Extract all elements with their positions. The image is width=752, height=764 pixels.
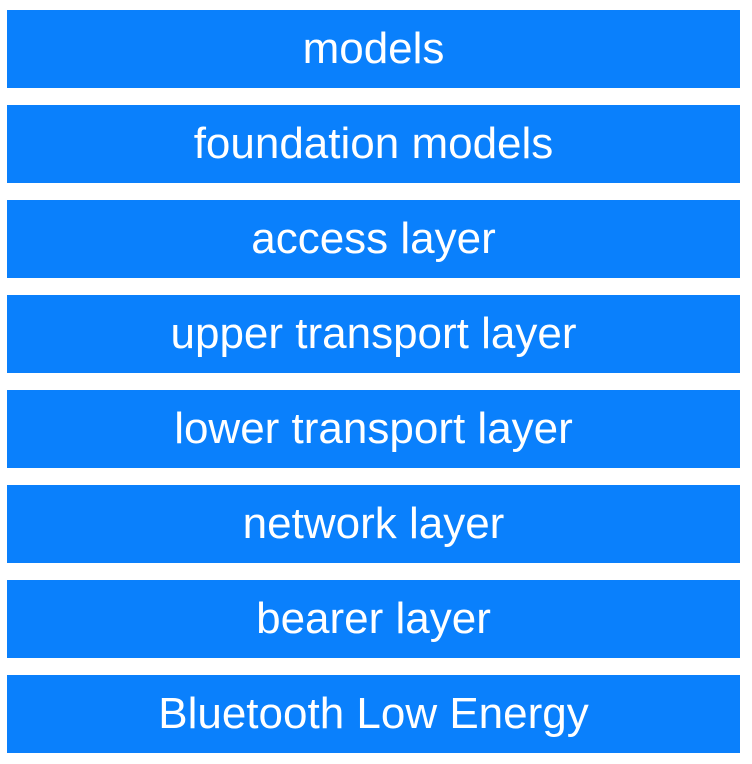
protocol-stack-diagram: models foundation models access layer up… (7, 10, 740, 753)
layer-network: network layer (7, 485, 740, 563)
layer-models: models (7, 10, 740, 88)
layer-bearer: bearer layer (7, 580, 740, 658)
layer-bluetooth-low-energy: Bluetooth Low Energy (7, 675, 740, 753)
layer-foundation-models: foundation models (7, 105, 740, 183)
layer-lower-transport: lower transport layer (7, 390, 740, 468)
layer-upper-transport: upper transport layer (7, 295, 740, 373)
layer-access: access layer (7, 200, 740, 278)
